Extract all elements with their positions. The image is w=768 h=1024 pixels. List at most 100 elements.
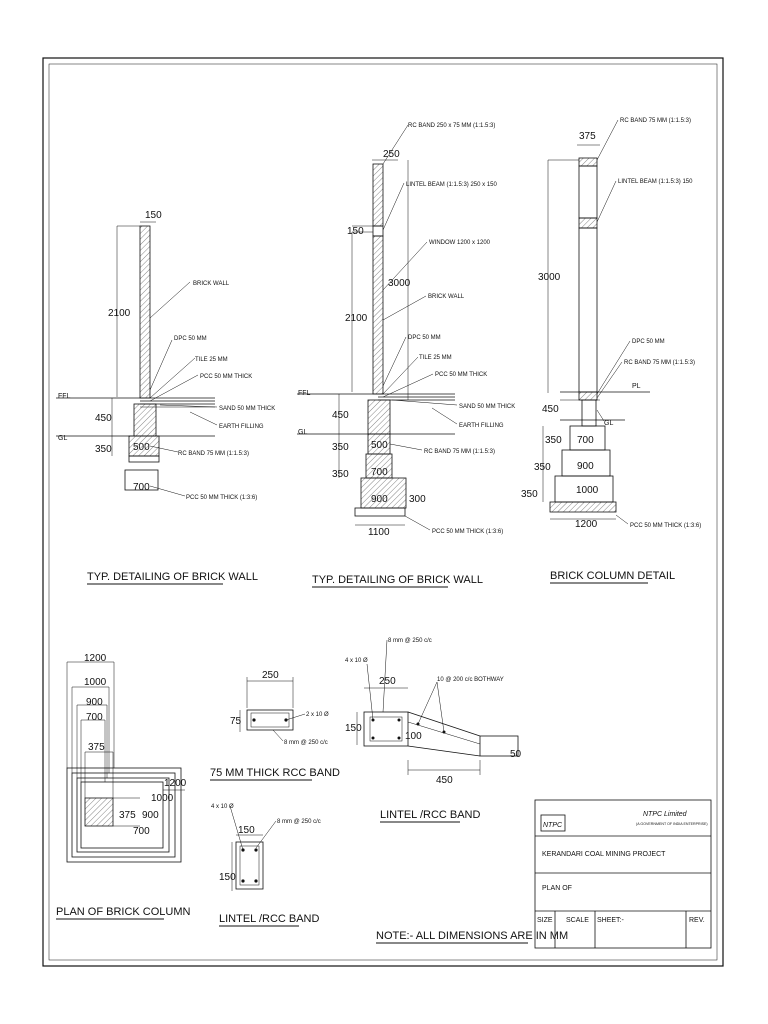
dim-1000: 1000: [576, 485, 599, 496]
dim-350b: 350: [332, 469, 349, 480]
rcc-band-75: 250 75 2 x 10 Ø 8 mm @ 250 c/c 75 MM THI…: [210, 670, 340, 781]
dim-450: 450: [542, 404, 559, 415]
lintel-large-section: [363, 711, 409, 747]
label-rc-band-top: RC BAND 75 MM (1:1.5:3): [620, 118, 691, 124]
dim-2100: 2100: [108, 308, 131, 319]
column-shaft: [578, 227, 598, 393]
label-brick-wall: BRICK WALL: [193, 281, 230, 287]
dim-900: 900: [577, 461, 594, 472]
dim-250: 250: [383, 149, 400, 160]
label-rc-band: RC BAND 75 MM (1:1.5:3): [424, 449, 495, 455]
label-bothway: 10 @ 200 c/c BOTHWAY: [437, 677, 504, 683]
ntpc-logo: [540, 814, 566, 832]
column-detail: 375 3000 450 350 350 350 700 900 1000 12…: [521, 118, 701, 584]
dim-350b: 350: [534, 462, 551, 473]
dim-500: 500: [133, 442, 150, 453]
dim-150: 150: [345, 723, 362, 734]
dim-700: 700: [577, 435, 594, 446]
dim-1200: 1200: [575, 519, 598, 530]
chajja-end: [479, 735, 519, 757]
label-bars: 4 x 10 Ø: [211, 804, 234, 810]
dim-100: 100: [405, 731, 422, 742]
company-subtitle: (A GOVERNMENT OF INDIA ENTERPRISE): [636, 822, 708, 826]
plan-of: PLAN OF: [542, 885, 572, 892]
column-section-plan: [84, 797, 114, 827]
dim-350a: 350: [332, 442, 349, 453]
gl-label: GL: [298, 429, 307, 436]
project-name: KERANDARI COAL MINING PROJECT: [542, 851, 666, 858]
dim-2100: 2100: [345, 313, 368, 324]
dim-1200: 1200: [84, 653, 107, 664]
dim-250: 250: [379, 676, 396, 687]
dim-900: 900: [86, 697, 103, 708]
dim-900: 900: [371, 494, 388, 505]
company-name: NTPC Limited: [643, 811, 688, 818]
label-sand: SAND 50 MM THICK: [219, 406, 275, 412]
gl-label: GL: [58, 435, 67, 442]
pcc-base-column: [549, 501, 617, 513]
dim-450: 450: [95, 413, 112, 424]
label-earth: EARTH FILLING: [219, 424, 264, 430]
dim-1200-right: 1200: [164, 778, 187, 789]
dim-50: 50: [510, 749, 522, 760]
dim-350: 350: [95, 444, 112, 455]
dim-150: 150: [347, 226, 364, 237]
dim-700-right: 700: [133, 826, 150, 837]
dim-3000: 3000: [538, 272, 561, 283]
dim-75: 75: [230, 716, 242, 727]
label-earth: EARTH FILLING: [459, 423, 504, 429]
lintel-band-large: 8 mm @ 250 c/c 4 x 10 Ø 10 @ 200 c/c BOT…: [345, 638, 522, 823]
label-rc-band: RC BAND 75 MM (1:1.5:3): [178, 451, 249, 457]
dim-150-side: 150: [219, 872, 236, 883]
label-brick-wall: BRICK WALL: [428, 294, 465, 300]
dim-250: 250: [262, 670, 279, 681]
label-stirrup: 8 mm @ 250 c/c: [388, 638, 432, 644]
title-column-detail: BRICK COLUMN DETAIL: [550, 570, 675, 582]
dim-1000-right: 1000: [151, 793, 174, 804]
label-lintel: LINTEL BEAM (1:1.5:3) 150: [618, 179, 693, 185]
scale-cell: SCALE: [566, 917, 589, 924]
label-pcc-base: PCC 50 MM THICK (1:3:6): [630, 523, 701, 529]
outer-border: [42, 57, 724, 967]
lintel-beam-2: [372, 225, 384, 237]
label-dpc: DPC 50 MM: [632, 339, 665, 345]
label-pcc: PCC 50 MM THICK: [435, 372, 487, 378]
wall-detail-2: 250 150 3000 2100 450 350 350 500 700 90…: [297, 123, 515, 588]
dim-150-top: 150: [238, 825, 255, 836]
ffl-label: FFL: [58, 393, 71, 400]
label-bars: 4 x 10 Ø: [345, 658, 368, 664]
title-lintel-small: LINTEL /RCC BAND: [219, 913, 320, 925]
sheet-cell: SHEET:-: [597, 917, 625, 924]
dim-500: 500: [371, 440, 388, 451]
wall-detail-1: 150 2100 450 350 500 700 FFL GL BRICK WA…: [56, 210, 275, 585]
ffl-label: FFL: [298, 390, 311, 397]
dim-375-right: 375: [119, 810, 136, 821]
title-wall-detail-1: TYP. DETAILING OF BRICK WALL: [87, 571, 258, 583]
lintel-band-small: 4 x 10 Ø 8 mm @ 250 c/c 150 150 LINTEL /…: [211, 804, 321, 927]
dim-300: 300: [409, 494, 426, 505]
dim-700: 700: [133, 482, 150, 493]
title-plan-column: PLAN OF BRICK COLUMN: [56, 906, 191, 918]
label-pcc-base: PCC 50 MM THICK (1:3:6): [432, 529, 503, 535]
dim-375: 375: [88, 742, 105, 753]
label-tile: TILE 25 MM: [195, 357, 228, 363]
dim-450: 450: [332, 410, 349, 421]
size-cell: SIZE: [537, 917, 553, 924]
label-lintel: LINTEL BEAM (1:1.5:3) 250 x 150: [406, 182, 497, 188]
label-tile: TILE 25 MM: [419, 355, 452, 361]
brick-wall-2: [372, 235, 384, 395]
dim-700: 700: [371, 467, 388, 478]
dim-450: 450: [436, 775, 453, 786]
dim-700: 700: [86, 712, 103, 723]
note-dimensions: NOTE:- ALL DIMENSIONS ARE IN MM: [376, 930, 568, 942]
dim-375: 375: [579, 131, 596, 142]
pl-label: PL: [632, 383, 641, 390]
title-block: NTPC NTPC Limited (A GOVERNMENT OF INDIA…: [534, 799, 712, 949]
label-pcc-base: PCC 50 MM THICK (1:3:6): [186, 495, 257, 501]
label-stirrup: 8 mm @ 250 c/c: [277, 819, 321, 825]
label-dpc: DPC 50 MM: [408, 335, 441, 341]
label-dpc: DPC 50 MM: [174, 336, 207, 342]
rc-band-top-column: [578, 157, 598, 167]
label-rc-band: RC BAND 75 MM (1:1.5:3): [624, 360, 695, 366]
band-section: [246, 709, 294, 731]
